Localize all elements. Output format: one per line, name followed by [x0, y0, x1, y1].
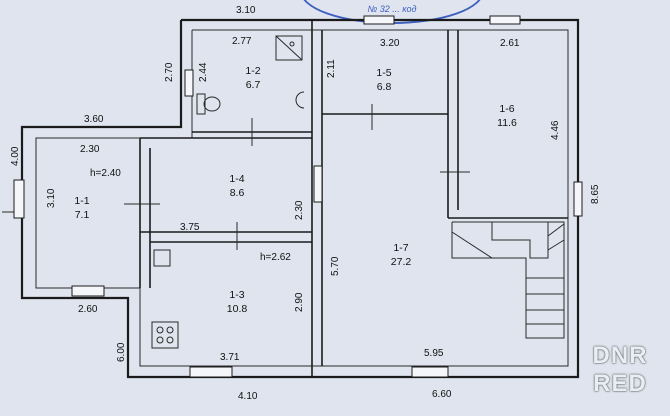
room-1-4-area: 8.6 [230, 187, 245, 199]
window [489, 15, 521, 25]
window [189, 366, 233, 378]
shower-icon [275, 35, 303, 61]
stove-icon [151, 321, 179, 349]
stove-burner-icon [166, 326, 174, 334]
dim-r12-width: 2.77 [232, 36, 252, 47]
watermark-line: DNR [592, 342, 648, 369]
dim-r11-inner-width: 2.30 [80, 144, 100, 155]
height-label: h=2.62 [260, 252, 291, 263]
dim-r14-height: 2.30 [294, 200, 305, 220]
dim-r11-bottom: 2.60 [78, 304, 98, 315]
room-1-7-area: 27.2 [391, 256, 412, 268]
dim-r16-height: 4.46 [550, 120, 561, 140]
shower-icon [275, 35, 303, 61]
dim-r13-width-bottom: 3.71 [220, 352, 240, 363]
window [363, 15, 395, 25]
sink-icon [295, 91, 305, 109]
room-1-2-area: 6.7 [246, 79, 261, 91]
dim-r13-width-top: 3.75 [180, 222, 200, 233]
dim-r11-outer-width: 3.60 [84, 114, 104, 125]
stove-burner-icon [166, 336, 174, 344]
watermark-logo: DNR RED [582, 342, 658, 398]
dim-r15-width: 3.20 [380, 38, 400, 49]
dim-left-lower-total: 6.00 [116, 342, 127, 362]
room-1-1-area: 7.1 [75, 209, 90, 221]
dim-r17-height: 5.70 [330, 256, 341, 276]
room-1-5-id: 1-5 [376, 67, 391, 79]
stove-burner-icon [156, 326, 164, 334]
dim-r16-width: 2.61 [500, 38, 520, 49]
room-1-6-id: 1-6 [499, 103, 514, 115]
dim-left-total: 4.00 [10, 146, 21, 166]
shower-icon [289, 41, 295, 47]
dim-r15-height: 2.11 [326, 59, 337, 78]
dim-r13-height: 2.90 [294, 292, 305, 312]
room-1-1-id: 1-1 [74, 195, 89, 207]
dim-right-total: 8.65 [590, 184, 601, 204]
room-1-5-area: 6.8 [377, 81, 392, 93]
window [313, 165, 323, 203]
window [411, 366, 449, 378]
stove-burner-icon [156, 336, 164, 344]
outer-wall-inner-line [35, 29, 569, 367]
room-1-3-area: 10.8 [227, 303, 248, 315]
boiler-icon [153, 249, 171, 267]
window [13, 179, 25, 219]
window [184, 69, 194, 97]
toilet-icon [196, 93, 206, 115]
watermark-line: RED [593, 370, 647, 397]
dim-r17-width: 5.95 [424, 348, 444, 359]
window [573, 181, 583, 217]
height-label: h=2.40 [90, 168, 121, 179]
room-1-7-id: 1-7 [393, 242, 408, 254]
dim-bottom-right: 6.60 [432, 389, 452, 400]
staircase [451, 221, 565, 339]
room-1-3-id: 1-3 [229, 289, 244, 301]
dim-r12-outer-height: 2.70 [164, 62, 175, 82]
room-1-6-area: 11.6 [497, 117, 517, 129]
dim-bottom-mid: 4.10 [238, 391, 258, 402]
room-1-4-id: 1-4 [229, 173, 244, 185]
outer-wall [20, 18, 580, 379]
window [71, 285, 105, 297]
dim-r11-height: 3.10 [46, 188, 57, 208]
room-1-2-id: 1-2 [245, 65, 260, 77]
toilet-icon [203, 96, 221, 112]
dim-r12-inner-height: 2.44 [198, 62, 209, 82]
dim-top-total: 3.10 [236, 5, 256, 16]
